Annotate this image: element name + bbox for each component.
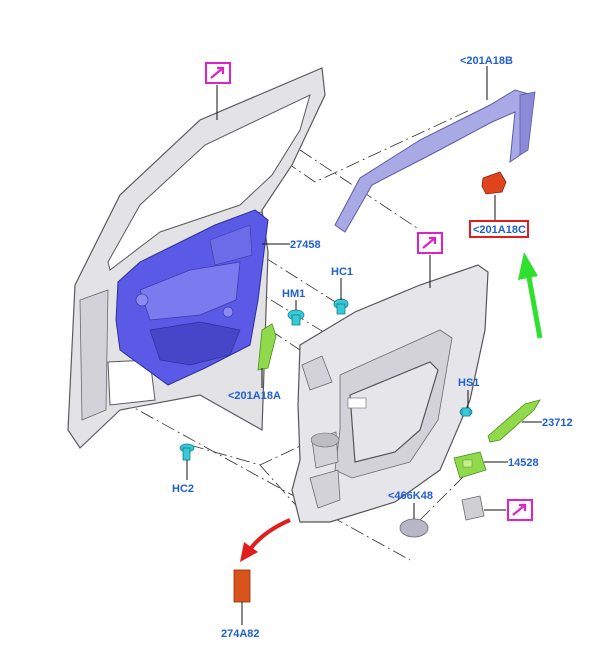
clip-hm1 [287,309,305,326]
switch-housing [461,495,485,521]
label-201A18A: <201A18A [228,390,281,402]
callout-arrow-icon [210,66,225,79]
callout-arrow-icon [512,503,527,516]
highlight-box [469,220,529,238]
green-bracket-201A18A [257,323,277,371]
leader-lines [186,66,542,625]
label-201A18C: <201A18C [473,224,526,236]
label-23712: 23712 [542,417,573,429]
clip-hc2 [179,443,195,461]
label-hs1: HS1 [458,377,479,389]
part-labels: <201A18B <201A18C 27458 HC1 HM1 <201A18A… [172,55,573,640]
cap-466K48 [399,518,429,538]
callout-box-1 [205,62,231,84]
clips [179,298,473,461]
callout-box-3 [507,499,533,521]
trim-strip-201A18B [334,89,536,233]
label-14528: 14528 [508,457,539,469]
pad-274A82 [233,569,251,603]
label-466K48: <466K48 [388,490,433,502]
red-direction-arrow [240,518,291,562]
red-clip-201A18C [481,171,507,195]
label-hc2: HC2 [172,483,194,495]
door-trim-panel [291,264,489,523]
label-274A82: 274A82 [221,628,260,640]
label-hc1: HC1 [331,266,353,278]
clip-hs1 [459,407,473,417]
armrest-trim-23712 [487,399,541,443]
green-direction-arrow [518,252,543,339]
callout-box-2 [417,232,443,254]
callout-arrow-icon [422,236,437,249]
window-switch-14528 [453,451,487,479]
clip-hc1 [333,298,349,315]
label-hm1: HM1 [282,288,305,300]
water-shield-27458 [115,209,269,386]
label-27458: 27458 [290,239,321,251]
label-201A18B: <201A18B [460,55,513,67]
